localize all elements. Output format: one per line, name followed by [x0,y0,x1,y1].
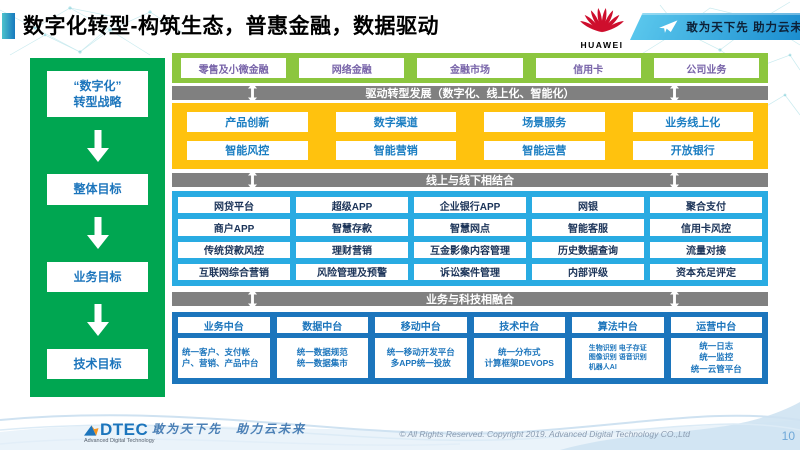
channel-item: 智慧网点 [414,219,526,236]
banner-label: 线上与线下相结合 [426,175,514,187]
business-line-item: 公司业务 [653,58,759,78]
up-down-arrow-icon [248,170,258,190]
up-down-arrow-icon [670,289,680,309]
title-accent-bar [2,13,15,39]
channels-panel: 网贷平台 超级APP 企业银行APP 网银 聚合支付 商户APP 智慧存款 智慧… [172,191,768,286]
transform-item: 智能风控 [187,140,308,160]
header-slogan: 敢为天下先 助力云未来 [686,21,800,34]
business-line-item: 网络金融 [299,58,405,78]
page-title: 数字化转型-构筑生态，普惠金融，数据驱动 [23,15,439,38]
channel-item: 商户APP [178,219,290,236]
transform-item: 智能营销 [335,140,456,160]
platform-header: 数据中台 [276,317,368,333]
channel-item: 风险管理及预警 [296,263,408,280]
main-diagram: 零售及小微金融 网络金融 金融市场 信用卡 公司业务 驱动转型发展（数字化、线上… [172,53,768,384]
channel-item: 诉讼案件管理 [414,263,526,280]
channel-item: 历史数据查询 [532,241,644,258]
adtec-logo: DTEC Advanced Digital Technology [84,419,155,444]
platform-detail: 统一客户、支付帐户、营销、产品中台 [178,338,270,378]
platform-header: 技术中台 [473,317,565,333]
channel-item: 智慧存款 [296,219,408,236]
banner-label: 业务与科技相融合 [426,294,514,306]
channel-item: 智能客服 [532,219,644,236]
platform-detail: 统一日志 统一监控 统一云管平台 [670,338,762,378]
channel-item: 企业银行APP [414,197,526,214]
down-arrow-icon [86,217,109,250]
channel-item: 超级APP [296,197,408,214]
page-number: 10 [781,429,795,443]
transform-item: 智能运营 [484,140,605,160]
business-line-item: 信用卡 [535,58,641,78]
up-down-arrow-icon [670,170,680,190]
copyright-text: © All Rights Reserved. Copyright 2019. A… [399,429,690,439]
business-line-item: 金融市场 [417,58,523,78]
channel-item: 互联网综合营销 [178,263,290,280]
huawei-flower-icon [580,7,624,33]
platform-column-data: 数据中台 统一数据规范 统一数据集市 [276,317,368,378]
platform-column-business: 业务中台 统一客户、支付帐户、营销、产品中台 [178,317,270,378]
channel-item: 资本充足评定 [650,263,762,280]
sidebar-item-tech-goal: 技术目标 [47,348,148,379]
footer-slogan: 敢为天下先 助力云未来 [152,422,307,436]
platform-column-operation: 运营中台 统一日志 统一监控 统一云管平台 [670,317,762,378]
down-arrow-icon [86,129,109,162]
transform-item: 产品创新 [187,112,308,132]
platform-detail: 统一分布式 计算框架DEVOPS [473,338,565,378]
down-arrow-icon [86,304,109,337]
up-down-arrow-icon [248,83,258,103]
platform-detail: 统一移动开发平台 多APP统一投放 [375,338,467,378]
platform-header: 算法中台 [572,317,664,333]
sidebar-item-overall-goal: 整体目标 [47,174,148,205]
channel-item: 传统贷款风控 [178,241,290,258]
channel-item: 聚合支付 [650,197,762,214]
transform-item: 场景服务 [484,112,605,132]
huawei-logo: HUAWEI [576,4,628,50]
banner-online-offline: 线上与线下相结合 [172,170,768,190]
platforms-panel: 业务中台 统一客户、支付帐户、营销、产品中台 数据中台 统一数据规范 统一数据集… [172,312,768,384]
platform-header: 运营中台 [670,317,762,333]
platform-column-tech: 技术中台 统一分布式 计算框架DEVOPS [473,317,565,378]
banner-drive-transform: 驱动转型发展（数字化、线上化、智能化） [172,83,768,103]
platform-column-mobile: 移动中台 统一移动开发平台 多APP统一投放 [375,317,467,378]
transform-item: 开放银行 [632,140,753,160]
transform-item: 业务线上化 [632,112,753,132]
transform-item: 数字渠道 [335,112,456,132]
adtec-logo-text: DTEC [100,419,149,439]
slogan-ribbon: 敢为天下先 助力云未来 [630,13,800,40]
channel-item: 互金影像内容管理 [414,241,526,258]
channel-item: 网贷平台 [178,197,290,214]
platform-detail: 生物识别 电子存证 图像识别 语音识别 机器人AI [572,338,664,378]
strategy-sidebar: “数字化” 转型战略 整体目标 业务目标 技术目标 [30,58,165,397]
business-line-item: 零售及小微金融 [181,58,287,78]
platform-detail: 统一数据规范 统一数据集市 [276,338,368,378]
platform-header: 移动中台 [375,317,467,333]
platform-header: 业务中台 [178,317,270,333]
paper-plane-icon [659,19,678,33]
transformation-panel: 产品创新 数字渠道 场景服务 业务线上化 智能风控 智能营销 智能运营 开放银行 [172,103,768,169]
banner-business-tech: 业务与科技相融合 [172,289,768,309]
huawei-brand-text: HUAWEI [580,40,624,50]
adtec-logo-subtext: Advanced Digital Technology [84,438,155,444]
channel-item: 流量对接 [650,241,762,258]
platform-column-algorithm: 算法中台 生物识别 电子存证 图像识别 语音识别 机器人AI [572,317,664,378]
business-lines-row: 零售及小微金融 网络金融 金融市场 信用卡 公司业务 [172,53,768,83]
sidebar-item-business-goal: 业务目标 [47,261,148,292]
sidebar-item-strategy: “数字化” 转型战略 [47,71,148,118]
up-down-arrow-icon [670,83,680,103]
adtec-arrow-icon [84,425,99,436]
channel-item: 网银 [532,197,644,214]
banner-label: 驱动转型发展（数字化、线上化、智能化） [365,88,575,100]
channel-item: 内部评级 [532,263,644,280]
channel-item: 信用卡风控 [650,219,762,236]
channel-item: 理财营销 [296,241,408,258]
up-down-arrow-icon [248,289,258,309]
